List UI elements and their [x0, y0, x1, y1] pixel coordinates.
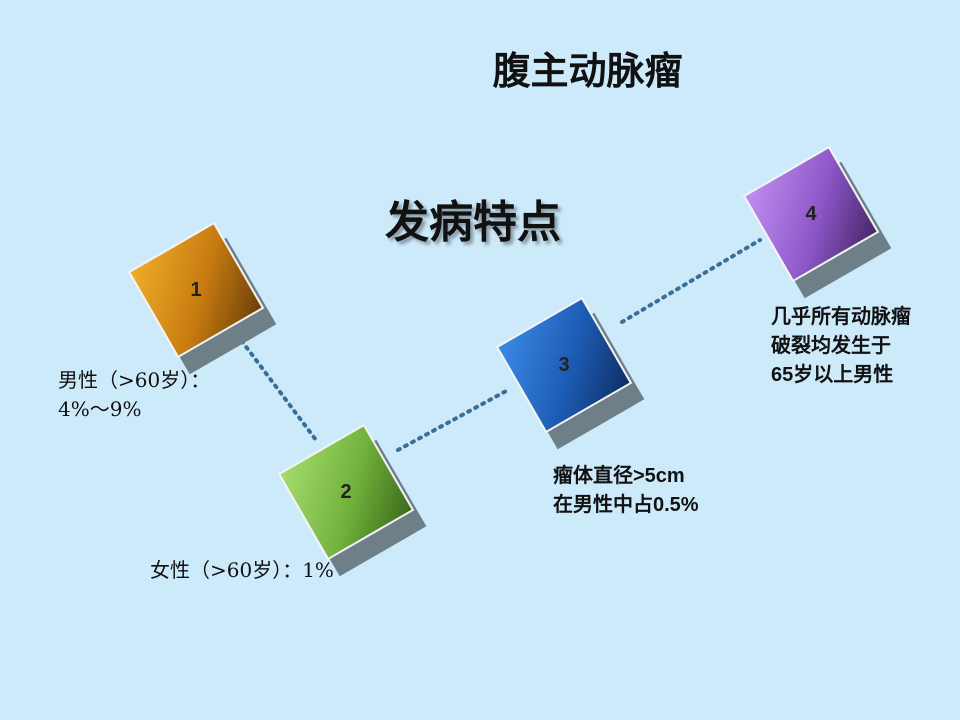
note-line: 瘤体直径>5cm [553, 465, 685, 487]
note-male-prevalence: 男性（>60岁）： 4%～9% [58, 366, 210, 424]
note-line: 女性（>60岁）：1% [150, 558, 334, 582]
note-line: 在男性中占0.5% [553, 494, 699, 516]
step-node-4: 4 [742, 145, 892, 299]
step-node-3: 3 [495, 296, 645, 450]
note-female-prevalence: 女性（>60岁）：1% [150, 556, 334, 585]
note-line: 4%～9% [58, 397, 142, 421]
connector-1-2 [230, 326, 318, 442]
node-number: 4 [805, 203, 817, 225]
note-line: 男性（>60岁）： [58, 368, 211, 392]
slide-subtitle: 发病特点 [385, 197, 561, 248]
node-number: 2 [340, 481, 352, 503]
node-number: 3 [558, 354, 570, 376]
slide-title: 腹主动脉瘤 [492, 49, 683, 93]
node-number: 1 [190, 279, 202, 301]
note-line: 65岁以上男性 [771, 364, 894, 386]
note-line: 破裂均发生于 [771, 335, 891, 357]
note-rupture: 几乎所有动脉瘤 破裂均发生于 65岁以上男性 [771, 303, 911, 390]
note-diameter: 瘤体直径>5cm 在男性中占0.5% [553, 462, 699, 520]
connector-3-4 [620, 238, 762, 324]
connector-2-3 [396, 388, 510, 452]
note-line: 几乎所有动脉瘤 [771, 306, 911, 328]
step-node-1: 1 [127, 221, 277, 375]
step-node-2: 2 [277, 423, 427, 577]
